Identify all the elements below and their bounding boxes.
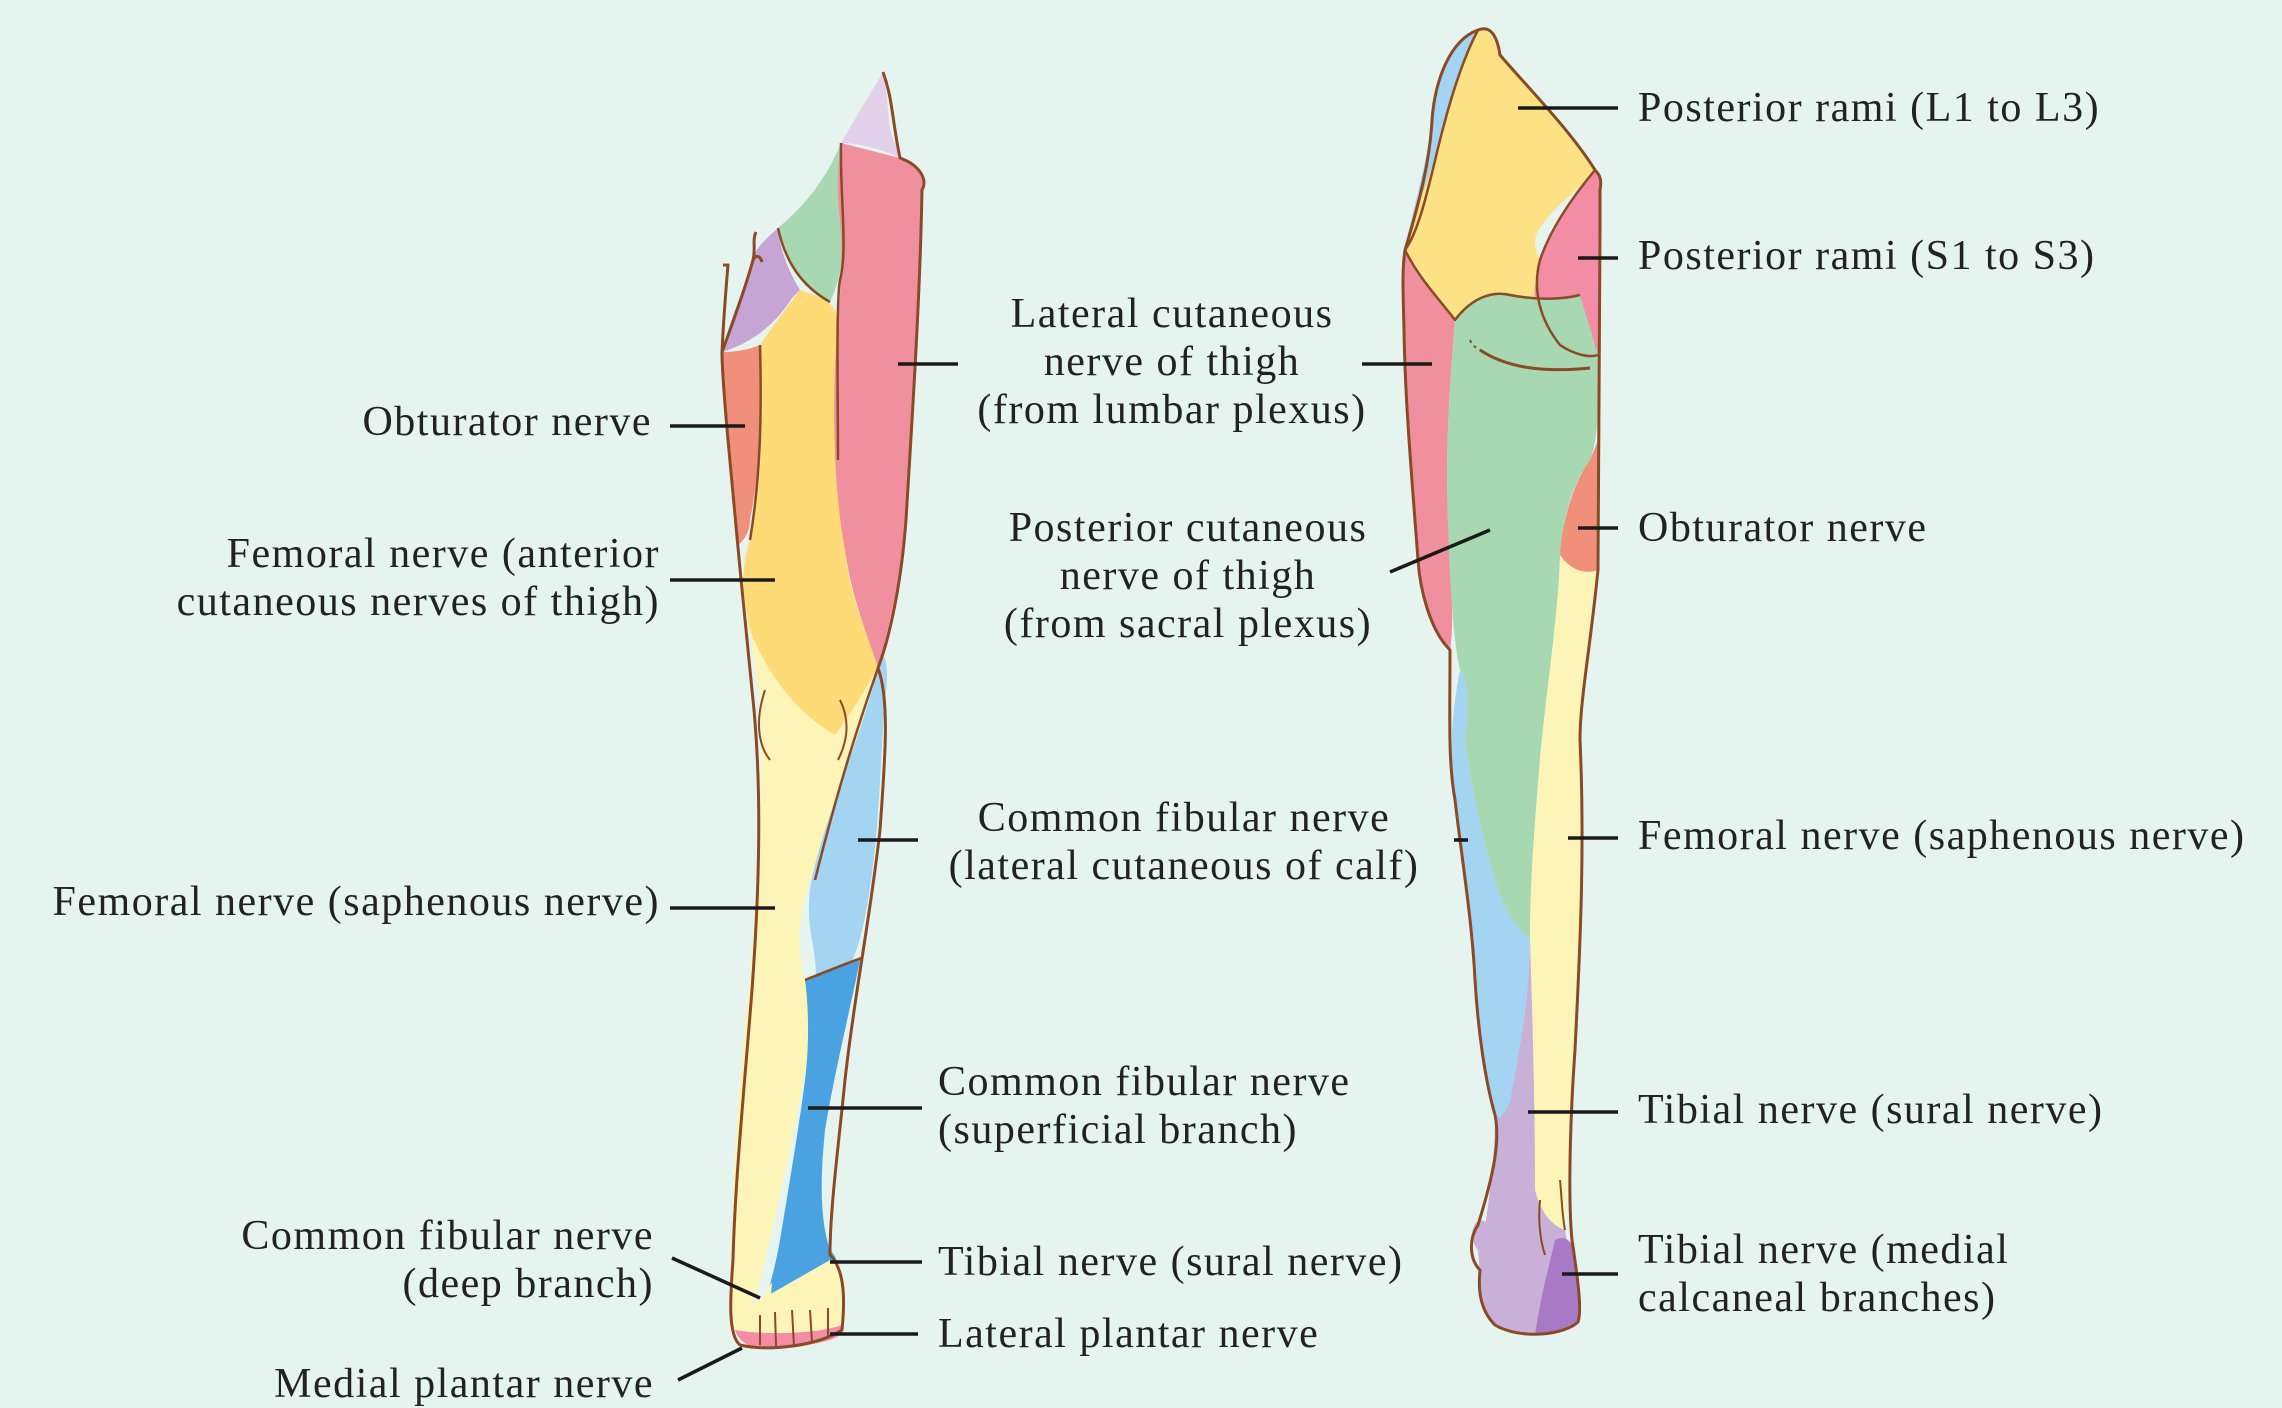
label-posterior-sural: Tibial nerve (sural nerve) [1638, 1086, 2103, 1134]
label-line: Common fibular nerve [918, 794, 1450, 842]
label-line: Femoral nerve (saphenous nerve) [53, 878, 660, 926]
label-posterior-rami-L: Posterior rami (L1 to L3) [1638, 84, 2100, 132]
label-line: (from lumbar plexus) [962, 386, 1382, 434]
label-line: Lateral plantar nerve [938, 1310, 1319, 1358]
label-posterior-saphenous: Femoral nerve (saphenous nerve) [1638, 812, 2245, 860]
leader-anterior-medial-plantar [678, 1348, 742, 1380]
label-line: Femoral nerve (saphenous nerve) [1638, 812, 2245, 860]
label-line: Posterior rami (S1 to S3) [1638, 232, 2095, 280]
label-line: (from sacral plexus) [978, 600, 1398, 648]
label-line: Lateral cutaneous [962, 290, 1382, 338]
label-line: (deep branch) [241, 1260, 654, 1308]
label-line: Obturator nerve [362, 398, 652, 446]
label-line: Posterior cutaneous [978, 504, 1398, 552]
label-line: Tibial nerve (medial [1638, 1226, 2009, 1274]
label-posterior-obturator: Obturator nerve [1638, 504, 1928, 552]
label-anterior-fibular-calf: Common fibular nerve(lateral cutaneous o… [918, 794, 1450, 890]
label-line: Tibial nerve (sural nerve) [1638, 1086, 2103, 1134]
anterior-leg [722, 72, 924, 1348]
label-line: Common fibular nerve [241, 1212, 654, 1260]
posterior-leg [1403, 29, 1601, 1335]
label-line: Femoral nerve (anterior [177, 530, 660, 578]
label-anterior-obturator: Obturator nerve [362, 398, 652, 446]
label-line: calcaneal branches) [1638, 1274, 2009, 1322]
label-line: Obturator nerve [1638, 504, 1928, 552]
label-anterior-sural: Tibial nerve (sural nerve) [938, 1238, 1403, 1286]
label-line: Common fibular nerve [938, 1058, 1351, 1106]
anterior-genitofemoral-region [841, 72, 900, 158]
label-line: cutaneous nerves of thigh) [177, 578, 660, 626]
label-line: Medial plantar nerve [274, 1360, 654, 1408]
label-line: nerve of thigh [978, 552, 1398, 600]
label-line: (lateral cutaneous of calf) [918, 842, 1450, 890]
label-anterior-saphenous: Femoral nerve (saphenous nerve) [53, 878, 660, 926]
label-anterior-superficial-fibular: Common fibular nerve(superficial branch) [938, 1058, 1351, 1154]
label-anterior-lateral-plantar: Lateral plantar nerve [938, 1310, 1319, 1358]
label-line: nerve of thigh [962, 338, 1382, 386]
label-line: Posterior rami (L1 to L3) [1638, 84, 2100, 132]
label-line: Tibial nerve (sural nerve) [938, 1238, 1403, 1286]
label-anterior-deep-fibular: Common fibular nerve(deep branch) [241, 1212, 654, 1308]
label-line: (superficial branch) [938, 1106, 1351, 1154]
label-anterior-medial-plantar: Medial plantar nerve [274, 1360, 654, 1408]
label-posterior-rami-S: Posterior rami (S1 to S3) [1638, 232, 2095, 280]
